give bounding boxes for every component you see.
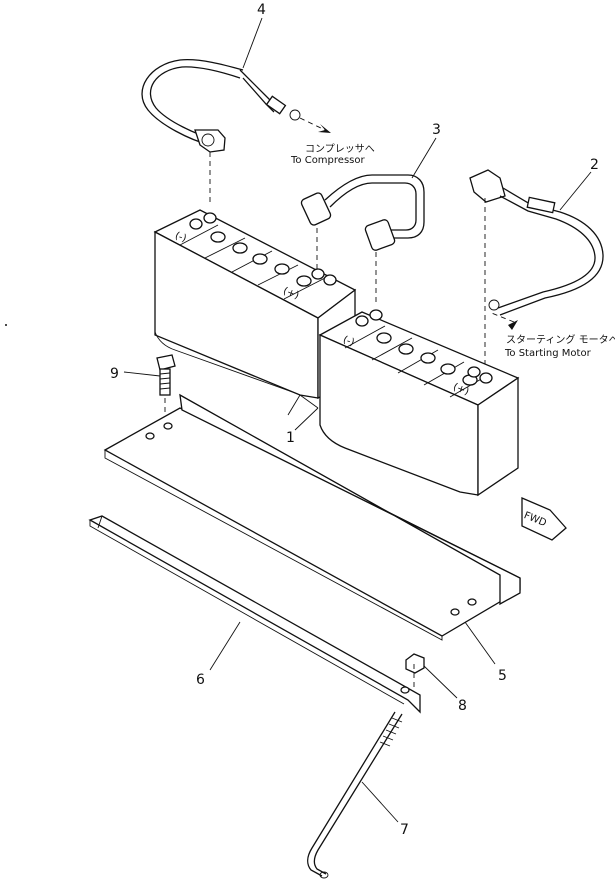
callout-4: 4 [257,2,266,18]
callout-6: 6 [196,672,205,688]
note-compressor-jp: コンプレッサへ [305,143,375,155]
battery-left-caps [210,231,312,287]
callout-7: 7 [400,822,409,838]
hold-down-bar-6 [88,515,421,714]
leader-lines [123,17,592,823]
battery-right-positive-mark: (+) [451,382,470,398]
callout-3: 3 [432,122,441,138]
battery-right-negative-mark: (-) [341,334,356,348]
forward-direction-indicator: FWD [521,497,567,541]
battery-left-positive-mark: (+) [281,286,300,302]
note-starting-motor-jp: スターティング モータへ [506,333,615,346]
cable-3-battery-link [300,174,425,305]
callout-2: 2 [590,157,599,173]
cable-4-to-compressor [141,59,331,205]
note-starting-motor-en: To Starting Motor [504,348,592,359]
battery-left-negative-mark: (-) [173,230,188,244]
cable-2-to-starting-motor [469,169,604,365]
stray-dot [5,324,7,326]
callout-8: 8 [458,698,467,714]
battery-tray-5 [103,393,521,641]
note-compressor-en: To Compressor [290,155,365,166]
hook-rod-7 [307,711,403,879]
bolt-9 [156,354,176,422]
callout-9: 9 [110,366,119,382]
battery-right: (-) (+) [318,309,520,497]
nut-8 [405,653,425,690]
callout-1: 1 [286,430,295,446]
callout-5: 5 [498,668,507,684]
